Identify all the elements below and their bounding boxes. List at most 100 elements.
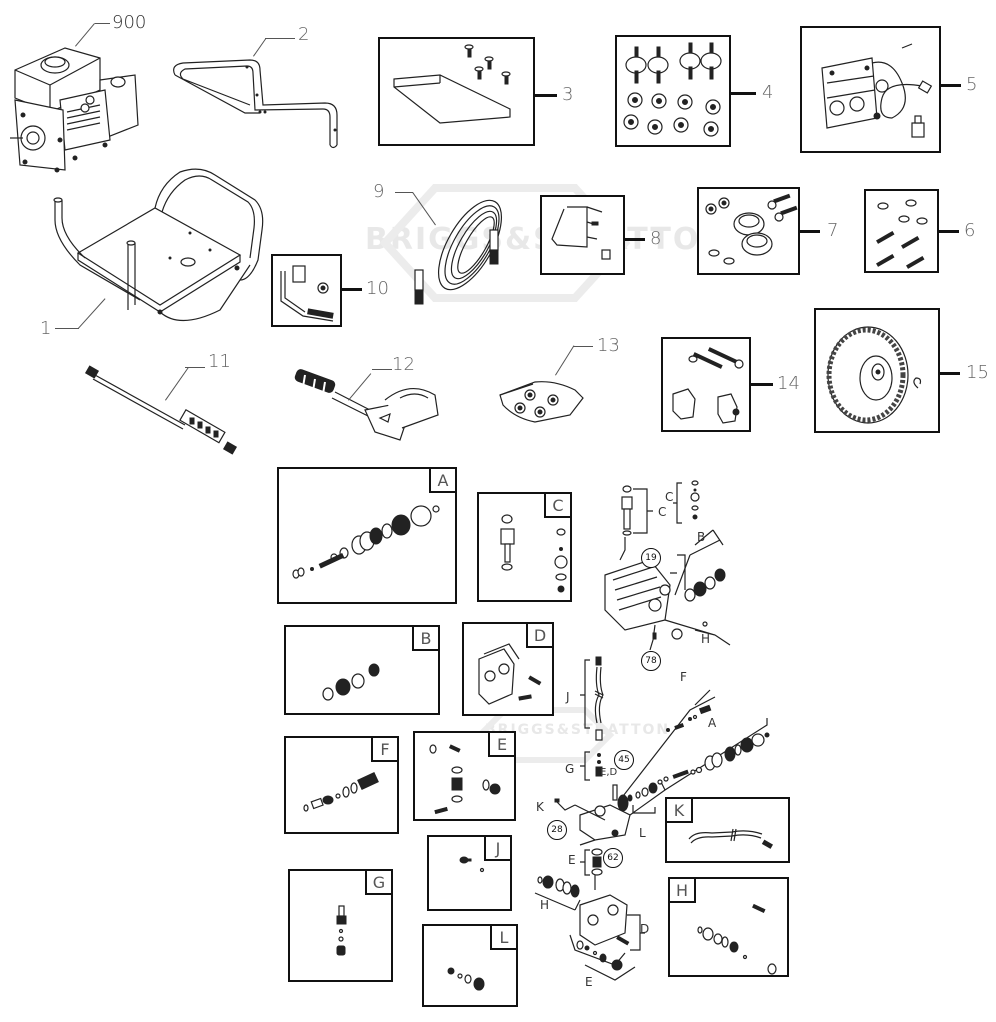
exploded-pump-top-illustration — [604, 480, 731, 651]
label-c-1: C — [658, 505, 667, 519]
leader-6 — [939, 230, 959, 233]
watermark-small: BRIGGS&STRATTON — [485, 722, 671, 738]
knob-kit-illustration — [672, 347, 744, 424]
leader-12-h — [372, 369, 392, 370]
kit-c-valve[interactable]: C — [477, 492, 572, 602]
leader-2-h — [265, 38, 295, 39]
kit-h-water-seal[interactable]: H — [668, 877, 789, 977]
check-valve-illustration — [429, 744, 501, 815]
kit-f-thermal-relief[interactable]: F — [284, 736, 399, 834]
label-e-d: E,D — [600, 767, 618, 778]
callout-19: 19 — [641, 548, 661, 568]
mounts-nuts-illustration — [623, 42, 722, 137]
kit-h-label: H — [670, 879, 696, 903]
part-4-mounts-kit[interactable] — [615, 35, 731, 147]
leader-3 — [535, 94, 557, 97]
label-a: A — [708, 716, 717, 730]
part-9-hose[interactable] — [410, 199, 530, 320]
leader-8 — [625, 238, 645, 241]
exploded-pump-bottom-illustration — [534, 656, 770, 981]
callout-14: 14 — [777, 373, 800, 394]
spray-wand-illustration — [84, 365, 238, 455]
callout-1: 1 — [40, 318, 52, 339]
callout-900: 900 — [112, 12, 147, 33]
kit-e-label: E — [488, 733, 514, 757]
part-10-lock-bolt-kit[interactable] — [271, 254, 342, 327]
part-3-plate-kit[interactable] — [378, 37, 535, 146]
kit-j-label: K — [667, 799, 693, 823]
kit-a-unloader[interactable]: A — [277, 467, 457, 604]
plate-screws-illustration — [393, 44, 511, 124]
part-2-upper-handle[interactable] — [165, 55, 345, 155]
kit-g-injector[interactable]: G — [288, 869, 393, 982]
kit-d-manifold[interactable]: D — [462, 622, 554, 716]
part-1-base-frame[interactable] — [40, 160, 265, 330]
kit-e-check-valve[interactable]: E — [413, 731, 516, 821]
part-7-bearings-kit[interactable] — [697, 187, 800, 275]
kit-j-bypass-tube[interactable]: K — [665, 797, 790, 863]
leader-9 — [395, 192, 413, 193]
part-6-washers-bolts-kit[interactable] — [864, 189, 939, 273]
leader-900-h — [95, 23, 110, 24]
hose-hook-illustration — [551, 206, 611, 260]
callout-13: 13 — [597, 335, 620, 356]
label-d: D — [640, 922, 650, 936]
kit-c-label: C — [544, 494, 570, 518]
label-e-2: E — [585, 975, 593, 989]
callout-11: 11 — [208, 351, 231, 372]
leader-4 — [731, 92, 756, 95]
label-c-2: C — [665, 490, 674, 504]
callout-2: 2 — [298, 24, 310, 45]
callout-6: 6 — [964, 220, 976, 241]
callout-4: 4 — [762, 82, 774, 103]
exploded-pump-top[interactable] — [595, 475, 755, 665]
valve-kit-illustration — [500, 514, 568, 593]
kit-l-label: L — [490, 926, 516, 950]
kit-l-packing[interactable]: L — [422, 924, 518, 1007]
label-h-1: H — [701, 632, 711, 646]
bypass-tube-illustration — [688, 828, 774, 849]
callout-3: 3 — [562, 84, 574, 105]
leader-1-h — [55, 328, 79, 329]
screw-kit-illustration — [459, 856, 485, 873]
exploded-pump-bottom[interactable] — [534, 655, 775, 985]
kit-f-label: F — [371, 738, 397, 762]
label-e-1: E — [568, 853, 576, 867]
callout-7: 7 — [827, 220, 839, 241]
kit-a-label: A — [429, 469, 455, 493]
part-11-spray-wand[interactable] — [84, 360, 245, 460]
part-14-knob-kit[interactable] — [661, 337, 751, 432]
label-k: K — [536, 800, 544, 814]
hose-illustration — [414, 199, 503, 305]
callout-78: 78 — [641, 651, 661, 671]
label-b: B — [697, 530, 706, 544]
callout-10: 10 — [366, 278, 389, 299]
lock-bolt-illustration — [280, 265, 334, 322]
label-j: J — [566, 690, 570, 704]
leader-15 — [940, 372, 960, 375]
callout-5: 5 — [966, 74, 978, 95]
label-h-2: H — [540, 898, 550, 912]
injector-kit-illustration — [336, 905, 347, 956]
leader-11-h — [185, 367, 205, 368]
callout-28: 28 — [547, 820, 567, 840]
wheel-illustration — [826, 326, 922, 424]
part-15-wheel-kit[interactable] — [814, 308, 940, 433]
kit-b-seal[interactable]: B — [284, 625, 440, 715]
part-13-nozzle-bag[interactable] — [495, 370, 595, 430]
thermal-relief-illustration — [303, 772, 379, 812]
bearings-illustration — [705, 193, 798, 265]
kit-k-screw[interactable]: J — [427, 835, 512, 911]
part-12-spray-gun[interactable] — [290, 369, 450, 460]
part-8-hook-kit[interactable] — [540, 195, 625, 275]
kit-g-label: G — [365, 871, 391, 895]
part-900-engine[interactable] — [5, 40, 145, 185]
kit-d-label: D — [526, 624, 552, 648]
part-5-pump[interactable] — [800, 26, 941, 153]
base-frame-illustration — [53, 168, 264, 322]
kit-k-label: J — [484, 837, 510, 861]
seal-kit-illustration — [322, 663, 380, 701]
nozzle-bag-illustration — [499, 381, 584, 423]
packing-kit-illustration — [447, 967, 485, 991]
kit-b-label: B — [412, 627, 438, 651]
